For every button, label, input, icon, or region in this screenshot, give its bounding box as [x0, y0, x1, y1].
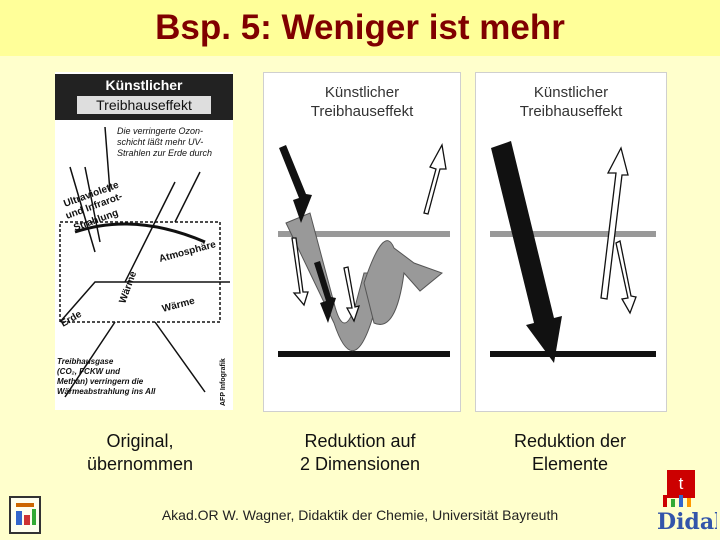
t-badge[interactable]: t: [667, 470, 695, 498]
incoming-ray-arrow-2: [314, 261, 336, 323]
ozone-note-line2: schicht läßt mehr UV-: [117, 137, 203, 147]
emitted-ray-arrow-2: [343, 266, 360, 323]
reduction-2d-diagram: [278, 143, 450, 357]
original-greenhouse-diagram: Künstlicher Treibhauseffekt Die verringe…: [55, 72, 233, 410]
earth-line: [490, 351, 656, 357]
title-bar: [0, 0, 720, 56]
incoming-ray-arrow: [279, 145, 312, 223]
slide-title: Bsp. 5: Weniger ist mehr: [155, 8, 565, 47]
panel-heading-elements: Künstlicher Treibhauseffekt: [519, 84, 623, 120]
gas-note-line1: Treibhausgase: [57, 357, 114, 366]
original-diagram-panel: Künstlicher Treibhauseffekt Die verringe…: [55, 72, 233, 410]
caption-elements: Reduktion der Elemente: [513, 431, 627, 474]
atmosphere-line: [278, 231, 450, 237]
reduction-2d-panel: Künstlicher Treibhauseffekt: [263, 72, 461, 412]
caption-2d: Reduktion auf 2 Dimensionen: [299, 431, 421, 474]
incoming-ray-arrow: [491, 141, 562, 363]
original-title-line1: Künstlicher: [105, 77, 183, 93]
original-title-line2: Treibhauseffekt: [96, 97, 192, 113]
earth-line: [278, 351, 450, 357]
gas-note-line3: Methan) verringern die: [57, 377, 144, 386]
footer-credit: Akad.OR W. Wagner, Didaktik der Chemie, …: [161, 507, 559, 523]
emitted-ray-arrow: [291, 237, 309, 307]
reflected-ray-arrow: [600, 146, 629, 300]
gas-note-line2: (CO₂, FCKW und: [57, 367, 121, 376]
caption-original: Original, übernommen: [86, 431, 194, 474]
reduction-elements-diagram: [490, 141, 656, 363]
book-icon[interactable]: [4, 493, 48, 537]
afp-credit: AFP Infografik: [220, 358, 227, 406]
didaktik-logo: Didaktik: [657, 495, 717, 535]
panel-heading-2d: Künstlicher Treibhauseffekt: [310, 84, 414, 120]
gas-note-line4: Wärmeabstrahlung ins All: [57, 387, 156, 396]
reflected-ray-arrow: [423, 143, 447, 215]
ozone-note-line1: Die verringerte Ozon-: [117, 126, 203, 136]
ozone-note-line3: Strahlen zur Erde durch: [117, 148, 212, 158]
heat-wave-arrow-2: [363, 240, 444, 325]
reduction-elements-panel: Künstlicher Treibhauseffekt: [475, 72, 667, 412]
logo-text: Didaktik: [657, 509, 717, 535]
atmosphere-line: [490, 231, 656, 237]
emitted-ray-arrow: [615, 240, 637, 315]
